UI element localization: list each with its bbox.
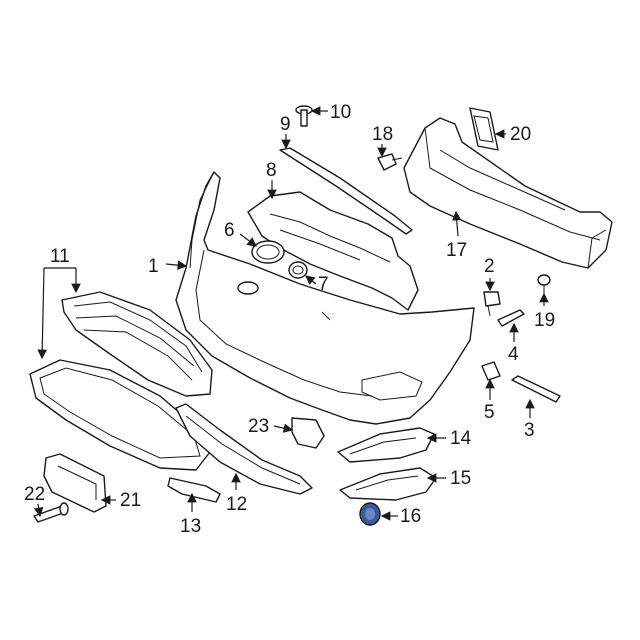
part-strip-3[interactable] [511, 375, 561, 403]
part-seal-strip[interactable] [279, 147, 413, 235]
callout-11: 11 [50, 246, 70, 267]
callout-21: 21 [120, 490, 141, 511]
part-screw-10[interactable] [295, 105, 313, 127]
part-bolt-2[interactable] [483, 291, 501, 317]
part-clip-18[interactable] [377, 153, 403, 171]
part-pin-4[interactable] [497, 309, 525, 327]
callout-13: 13 [180, 516, 201, 537]
callout-9: 9 [280, 114, 291, 135]
callout-12: 12 [226, 494, 247, 515]
callout-labels: 1 2 3 4 5 6 7 8 9 10 11 12 13 14 15 16 1… [24, 102, 555, 537]
part-reinforcement-bar[interactable] [403, 117, 613, 269]
part-license-bracket[interactable] [43, 453, 107, 513]
part-bracket-13[interactable] [167, 477, 221, 503]
callout-3: 3 [524, 420, 535, 441]
part-sensor[interactable] [291, 417, 325, 449]
part-lower-grille[interactable] [175, 403, 313, 495]
part-ring-7[interactable] [288, 261, 308, 279]
callout-19: 19 [534, 310, 555, 331]
part-grille-surround[interactable] [29, 359, 211, 471]
part-clip-5[interactable] [481, 361, 501, 381]
part-emblem[interactable] [251, 240, 285, 264]
callout-20: 20 [510, 124, 531, 145]
callout-17: 17 [446, 240, 467, 261]
part-upper-deflector[interactable] [247, 191, 419, 311]
part-bracket-20[interactable] [469, 107, 499, 151]
part-ring-16-highlighted[interactable] [359, 502, 381, 526]
part-bolt-22[interactable] [33, 502, 69, 523]
leader-lines [33, 106, 549, 521]
callout-7: 7 [318, 274, 329, 295]
callout-15: 15 [450, 468, 471, 489]
part-fog-bezel-upper[interactable] [337, 427, 435, 463]
callout-1: 1 [148, 256, 159, 277]
callout-10: 10 [330, 102, 351, 123]
callout-16: 16 [400, 506, 421, 527]
callout-6: 6 [224, 220, 235, 241]
part-clip-19[interactable] [537, 274, 551, 296]
callout-8: 8 [266, 160, 277, 181]
callout-23: 23 [248, 416, 269, 437]
callout-22: 22 [24, 484, 45, 505]
callout-5: 5 [484, 402, 495, 423]
callout-4: 4 [508, 344, 519, 365]
callout-2: 2 [484, 256, 495, 277]
callout-18: 18 [372, 124, 393, 145]
part-upper-grille[interactable] [61, 291, 213, 397]
part-bumper-cover[interactable] [175, 171, 475, 425]
callout-14: 14 [450, 428, 472, 449]
part-fog-bezel-lower[interactable] [339, 467, 437, 501]
